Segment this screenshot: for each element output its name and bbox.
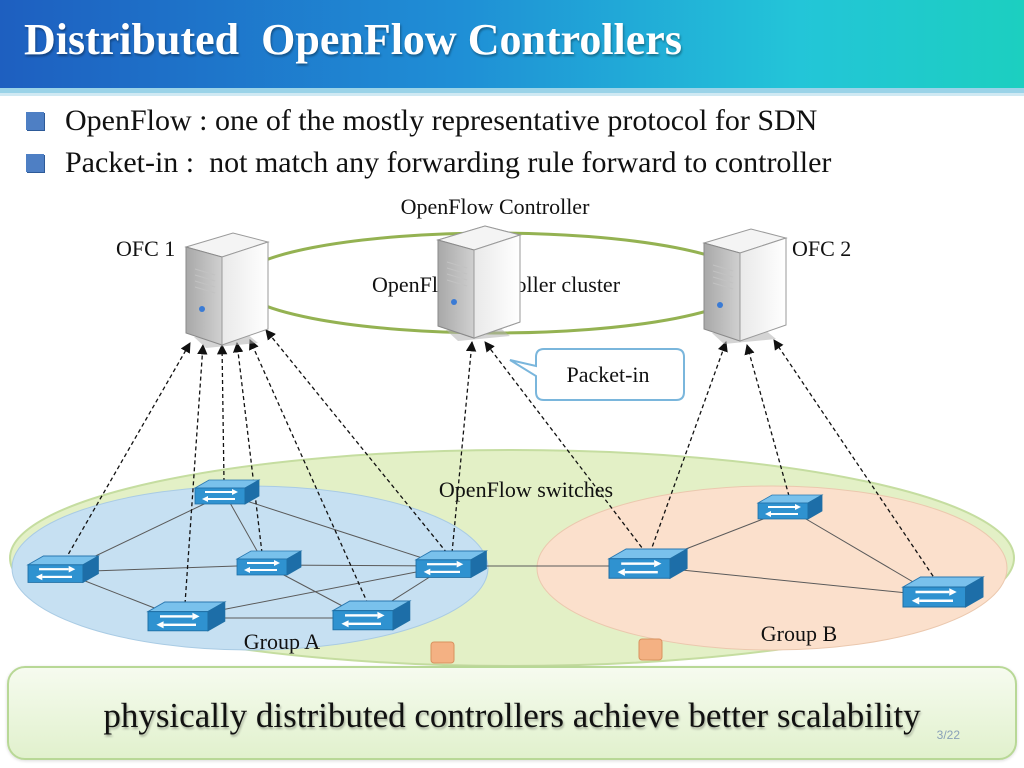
bullet-list: OpenFlow : one of the mostly representat… bbox=[26, 100, 1016, 184]
packet-in-arrow bbox=[249, 339, 369, 605]
packet-in-arrow bbox=[216, 343, 228, 483]
packet-in-callout: Packet-in bbox=[509, 348, 685, 401]
ofc2-label: OFC 2 bbox=[792, 236, 851, 261]
bullet-text-packet-in: Packet-in : not match any forwarding rul… bbox=[65, 146, 832, 179]
ofc1-label: OFC 1 bbox=[116, 236, 175, 261]
network-switch-icon bbox=[26, 555, 101, 584]
bullet-item: OpenFlow : one of the mostly representat… bbox=[26, 100, 1016, 142]
switch-link bbox=[641, 565, 938, 597]
network-switch-icon bbox=[235, 550, 303, 576]
bullet-item: Packet-in : not match any forwarding rul… bbox=[26, 142, 1016, 184]
conclusion-box: physically distributed controllers achie… bbox=[7, 666, 1017, 760]
controller-title-label: OpenFlow Controller bbox=[401, 194, 590, 219]
server-tower-icon bbox=[702, 228, 788, 344]
network-switch-icon bbox=[414, 550, 489, 579]
title-bar bbox=[0, 0, 1024, 88]
server-tower-icon bbox=[436, 225, 522, 339]
network-switch-icon bbox=[331, 600, 412, 631]
packet-in-arrow bbox=[484, 341, 647, 554]
packet-in-arrow bbox=[451, 340, 477, 554]
group-b-marker-icon bbox=[638, 638, 663, 661]
conclusion-text: physically distributed controllers achie… bbox=[103, 696, 921, 735]
bullet-text-openflow: OpenFlow : one of the mostly representat… bbox=[65, 104, 818, 137]
bullet-square-icon bbox=[26, 112, 44, 130]
switch-link bbox=[224, 493, 448, 567]
packet-in-arrow bbox=[232, 341, 263, 554]
slide-number: 3/22 bbox=[936, 728, 960, 742]
network-switch-icon bbox=[756, 494, 824, 520]
network-switch-icon bbox=[146, 601, 227, 632]
server-tower-icon bbox=[184, 232, 270, 348]
packet-in-arrow bbox=[184, 343, 208, 605]
group-b-label: Group B bbox=[761, 621, 837, 646]
network-switch-icon bbox=[193, 479, 261, 505]
bullet-square-icon bbox=[26, 154, 44, 172]
switches-label: OpenFlow switches bbox=[439, 477, 613, 502]
packet-in-label: Packet-in bbox=[566, 362, 649, 387]
packet-in-arrow bbox=[649, 341, 728, 554]
packet-in-arrow bbox=[744, 343, 790, 497]
network-switch-icon bbox=[901, 576, 985, 608]
group-b-region bbox=[536, 485, 1008, 651]
title-underline bbox=[0, 88, 1024, 93]
packet-in-arrow bbox=[265, 329, 448, 554]
group-a-label: Group A bbox=[244, 629, 321, 654]
slide-title: Distributed OpenFlow Controllers bbox=[24, 15, 682, 64]
network-switch-icon bbox=[607, 548, 689, 580]
group-a-marker-icon bbox=[430, 641, 455, 664]
packet-in-arrows bbox=[64, 329, 938, 605]
title-underline-light bbox=[0, 93, 1024, 96]
